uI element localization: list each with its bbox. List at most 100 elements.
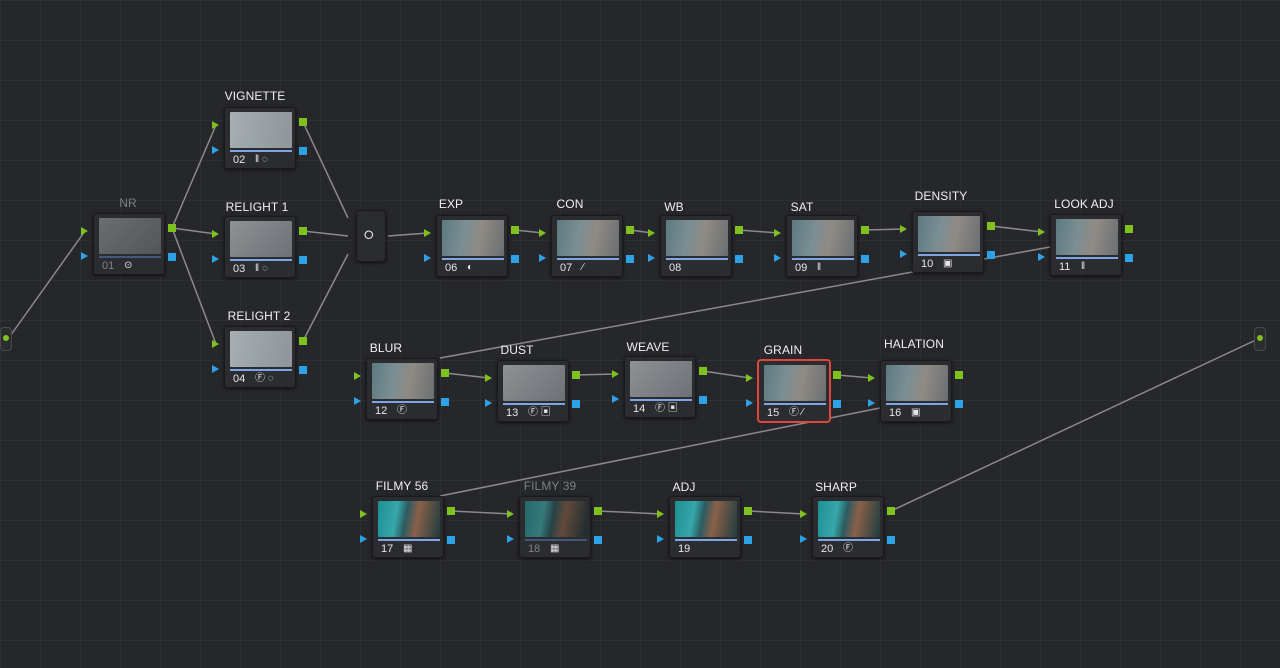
rgb-input-port[interactable] [507, 510, 514, 518]
rgb-output-port[interactable] [1125, 225, 1133, 233]
rgb-output-port[interactable] [626, 226, 634, 234]
rgb-output-port[interactable] [735, 226, 743, 234]
node-label-13[interactable]: DUST [500, 343, 534, 357]
node-label-03[interactable]: RELIGHT 1 [225, 200, 289, 214]
node-07[interactable]: 07∕ [551, 215, 623, 277]
alpha-output-port[interactable] [511, 255, 519, 263]
rgb-input-port[interactable] [212, 121, 219, 129]
node-16[interactable]: 16▣ [880, 360, 952, 422]
node-09[interactable]: 09‖ [786, 215, 858, 277]
output-connector[interactable] [1254, 327, 1266, 351]
alpha-output-port[interactable] [572, 400, 580, 408]
alpha-output-port[interactable] [626, 255, 634, 263]
node-label-12[interactable]: BLUR [369, 341, 403, 355]
rgb-output-port[interactable] [594, 507, 602, 515]
node-label-08[interactable]: WB [664, 200, 684, 214]
rgb-input-port[interactable] [774, 229, 781, 237]
rgb-input-port[interactable] [485, 374, 492, 382]
node-label-16[interactable]: HALATION [884, 337, 944, 351]
rgb-input-port[interactable] [424, 229, 431, 237]
alpha-input-port[interactable] [900, 250, 907, 258]
node-18[interactable]: 18▦ [519, 496, 591, 558]
rgb-input-port[interactable] [900, 225, 907, 233]
node-label-11[interactable]: LOOK ADJ [1054, 197, 1114, 211]
alpha-input-port[interactable] [774, 254, 781, 262]
alpha-input-port[interactable] [657, 535, 664, 543]
node-10[interactable]: 10▣ [912, 211, 984, 273]
alpha-input-port[interactable] [746, 399, 753, 407]
rgb-output-port[interactable] [699, 367, 707, 375]
node-01[interactable]: 01⊙ [93, 213, 165, 275]
node-label-17[interactable]: FILMY 56 [375, 479, 429, 493]
node-08[interactable]: 08 [660, 215, 732, 277]
rgb-input-port[interactable] [212, 340, 219, 348]
node-06[interactable]: 06◐ [436, 215, 508, 277]
rgb-output-port[interactable] [861, 226, 869, 234]
rgb-input-port[interactable] [800, 510, 807, 518]
node-02[interactable]: 02‖ ◌ [224, 107, 296, 169]
alpha-output-port[interactable] [833, 400, 841, 408]
alpha-output-port[interactable] [987, 251, 995, 259]
node-label-06[interactable]: EXP [438, 197, 464, 211]
rgb-output-port[interactable] [441, 369, 449, 377]
alpha-output-port[interactable] [744, 536, 752, 544]
node-label-10[interactable]: DENSITY [914, 189, 968, 203]
rgb-output-port[interactable] [572, 371, 580, 379]
alpha-output-port[interactable] [1125, 254, 1133, 262]
rgb-input-port[interactable] [354, 372, 361, 380]
node-label-18[interactable]: FILMY 39 [523, 479, 577, 493]
rgb-input-port[interactable] [657, 510, 664, 518]
node-label-04[interactable]: RELIGHT 2 [227, 309, 291, 323]
alpha-output-port[interactable] [699, 396, 707, 404]
node-label-15[interactable]: GRAIN [763, 343, 803, 357]
node-17[interactable]: 17▦ [372, 496, 444, 558]
alpha-output-port[interactable] [887, 536, 895, 544]
node-label-20[interactable]: SHARP [815, 480, 857, 494]
node-19[interactable]: 19 [669, 496, 741, 558]
input-connector[interactable] [0, 327, 12, 351]
alpha-input-port[interactable] [612, 395, 619, 403]
alpha-output-port[interactable] [735, 255, 743, 263]
node-label-01[interactable]: NR [119, 196, 137, 210]
rgb-output-port[interactable] [447, 507, 455, 515]
alpha-input-port[interactable] [212, 255, 219, 263]
alpha-input-port[interactable] [485, 399, 492, 407]
alpha-input-port[interactable] [424, 254, 431, 262]
alpha-input-port[interactable] [354, 397, 361, 405]
rgb-output-port[interactable] [299, 337, 307, 345]
node-label-02[interactable]: VIGNETTE [224, 89, 286, 103]
rgb-output-port[interactable] [299, 227, 307, 235]
alpha-output-port[interactable] [441, 398, 449, 406]
node-label-19[interactable]: ADJ [672, 480, 696, 494]
alpha-output-port[interactable] [594, 536, 602, 544]
rgb-input-port[interactable] [612, 370, 619, 378]
alpha-output-port[interactable] [299, 366, 307, 374]
rgb-output-port[interactable] [887, 507, 895, 515]
rgb-input-port[interactable] [1038, 228, 1045, 236]
alpha-input-port[interactable] [648, 254, 655, 262]
node-label-07[interactable]: CON [556, 197, 584, 211]
rgb-output-port[interactable] [955, 371, 963, 379]
rgb-input-port[interactable] [360, 510, 367, 518]
rgb-output-port[interactable] [744, 507, 752, 515]
node-label-09[interactable]: SAT [790, 200, 814, 214]
alpha-input-port[interactable] [507, 535, 514, 543]
alpha-input-port[interactable] [800, 535, 807, 543]
alpha-output-port[interactable] [861, 255, 869, 263]
rgb-output-port[interactable] [168, 224, 176, 232]
node-11[interactable]: 11‖ [1050, 214, 1122, 276]
rgb-input-port[interactable] [868, 374, 875, 382]
rgb-input-port[interactable] [212, 230, 219, 238]
rgb-output-port[interactable] [833, 371, 841, 379]
layer-mixer-node[interactable]: ⭘ [356, 210, 386, 262]
alpha-input-port[interactable] [1038, 253, 1045, 261]
alpha-output-port[interactable] [168, 253, 176, 261]
rgb-input-port[interactable] [648, 229, 655, 237]
alpha-output-port[interactable] [955, 400, 963, 408]
alpha-output-port[interactable] [447, 536, 455, 544]
node-03[interactable]: 03‖ ◌ [224, 216, 296, 278]
